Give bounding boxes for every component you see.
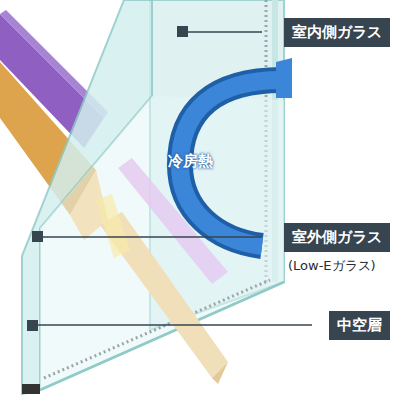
label-box: 室外側ガラス(Low-Eガラス) xyxy=(284,223,390,252)
part-note: (Low-Eガラス) xyxy=(286,257,378,275)
part-name: 室内側ガラス xyxy=(292,23,382,42)
part-name: 室外側ガラス xyxy=(292,228,382,247)
heat-label: 冷房熱 xyxy=(168,152,213,171)
part-name: 中空層 xyxy=(337,316,382,335)
label-box: 室内側ガラス xyxy=(284,18,390,47)
label-box: 中空層 xyxy=(329,311,390,340)
